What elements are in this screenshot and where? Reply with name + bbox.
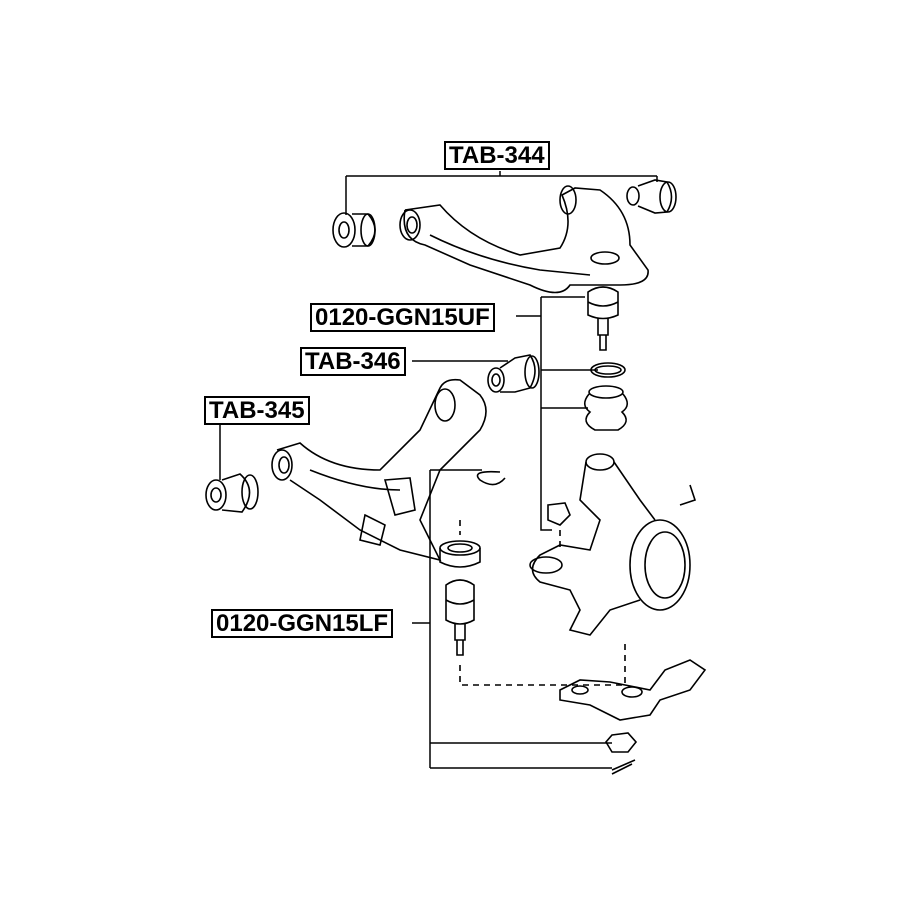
part-label-tab-346: TAB-346 (300, 347, 406, 376)
lower-bushing-front (487, 354, 540, 393)
castle-nut-upper (547, 502, 571, 526)
steering-arm (559, 659, 707, 721)
snap-ring (590, 362, 626, 378)
part-label-0120-ggn15uf: 0120-GGN15UF (310, 303, 495, 332)
lower-bushing-rear (205, 473, 259, 513)
steering-knuckle (529, 453, 697, 636)
cotter-pin (611, 759, 636, 775)
part-label-tab-345: TAB-345 (204, 396, 310, 425)
assembly-dashed-lines (459, 520, 626, 686)
castle-nut-lower (605, 732, 638, 753)
upper-control-arm (399, 185, 649, 294)
upper-bushing-right (626, 179, 677, 214)
dust-boot-upper (583, 385, 629, 431)
part-label-0120-ggn15lf: 0120-GGN15LF (211, 609, 394, 638)
snap-ring-lower (476, 470, 506, 486)
upper-bushing-left (332, 212, 376, 248)
leader-lines (219, 171, 658, 769)
lower-ball-joint (445, 579, 475, 656)
upper-ball-joint (587, 286, 619, 351)
dust-boot-lower (439, 540, 481, 568)
part-label-tab-344: TAB-344 (444, 141, 550, 170)
lower-control-arm (271, 378, 487, 562)
